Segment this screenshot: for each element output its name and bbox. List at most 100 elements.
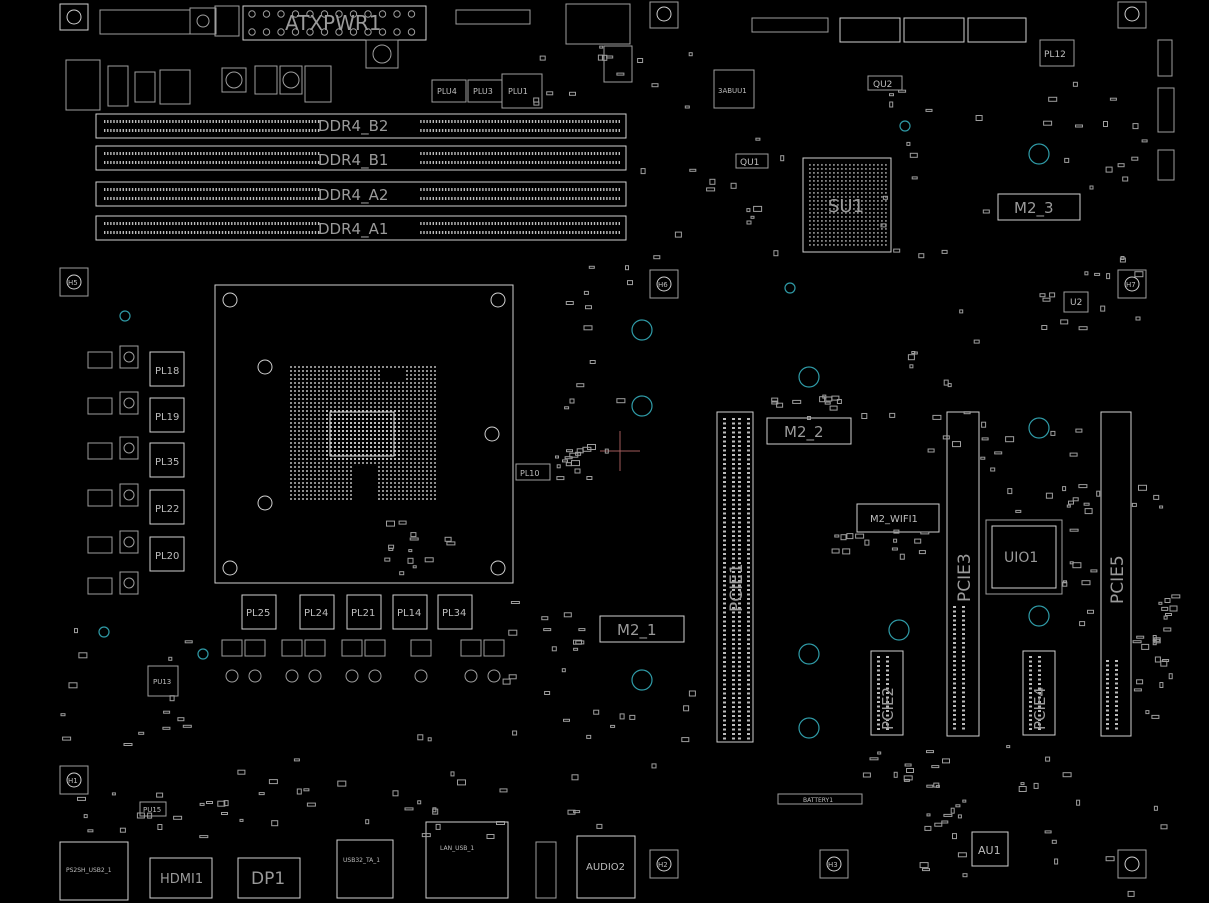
- cpu-pin: [434, 426, 436, 428]
- ddr-pin: [476, 188, 478, 191]
- ddr-pin: [246, 161, 248, 164]
- pcie-pin: [747, 679, 750, 681]
- su1-ball: [849, 180, 851, 182]
- su1-ball: [833, 216, 835, 218]
- pcie-pin: [723, 467, 726, 470]
- pcie-pin: [723, 445, 726, 447]
- cpu-pin: [290, 470, 292, 472]
- ddr-pin: [510, 152, 512, 155]
- qu2-label: QU2: [873, 80, 892, 90]
- su1-ball: [877, 192, 879, 194]
- smd-part: [963, 411, 971, 415]
- su1-ball: [825, 172, 827, 174]
- su1-ball: [881, 236, 883, 238]
- su1-ball: [885, 232, 887, 234]
- ddr-pin: [497, 129, 500, 132]
- ddr-pin: [466, 222, 469, 225]
- cpu-pin: [430, 478, 432, 480]
- ddr-pin: [600, 222, 602, 225]
- pcie-pin: [738, 589, 741, 591]
- smd-part: [1078, 326, 1088, 331]
- cpu-pin: [342, 486, 344, 488]
- smd-part: [1062, 772, 1072, 778]
- mosfet: [244, 639, 266, 657]
- smd-part: [924, 825, 932, 831]
- pcie-pin: [747, 620, 750, 623]
- su1-ball: [869, 196, 871, 198]
- cpu-pin: [394, 410, 396, 412]
- pcie-pin: [747, 571, 750, 573]
- cpu-pin: [370, 378, 372, 380]
- ddr-pin: [488, 197, 490, 200]
- su1-ball: [821, 212, 823, 214]
- u2-label: U2: [1070, 298, 1082, 308]
- cpu-pin: [310, 418, 312, 420]
- cpu-pin: [406, 450, 408, 452]
- cpu-pin: [326, 434, 328, 436]
- ddr-pin: [268, 231, 270, 234]
- cpu-pin: [302, 390, 304, 392]
- cpu-pin: [402, 434, 404, 436]
- smd-part: [746, 220, 752, 225]
- cpu-pin: [430, 438, 432, 440]
- smd-part: [1020, 782, 1025, 786]
- cpu-pin: [426, 398, 428, 400]
- cpu-pin: [338, 434, 340, 436]
- su1-ball: [825, 184, 827, 186]
- pcie-pin: [747, 539, 750, 542]
- cpu-pin: [374, 406, 376, 408]
- pcie-pin: [1115, 669, 1118, 671]
- cpu-pin: [406, 402, 408, 404]
- ddr-pin: [460, 129, 462, 132]
- ddr-pin: [584, 188, 586, 191]
- ddr-pin: [246, 120, 248, 123]
- pcie-pin: [732, 445, 735, 447]
- ddr-pin: [181, 129, 183, 132]
- smd-part: [792, 399, 802, 404]
- pcie-pin: [747, 485, 750, 488]
- su1-ball: [809, 184, 811, 186]
- ddr-pin: [476, 152, 478, 155]
- ddr-pin: [156, 120, 159, 123]
- ddr-pin: [494, 120, 496, 123]
- su1-ball: [837, 164, 839, 166]
- su1-ball: [869, 188, 871, 190]
- cpu-pin: [358, 398, 360, 400]
- ddr-pin: [581, 188, 583, 191]
- ddr-pin: [435, 129, 438, 132]
- cpu-pin: [430, 366, 432, 368]
- ddr-pin: [314, 231, 317, 234]
- pcie-pin: [738, 701, 741, 704]
- su1-ball: [813, 220, 815, 222]
- ddr-pin: [516, 120, 518, 123]
- smd-part: [555, 455, 559, 459]
- su1-ball: [849, 240, 851, 242]
- su1-ball: [837, 204, 839, 206]
- cpu-pin: [414, 386, 416, 388]
- ddr-pin: [553, 188, 555, 191]
- ddr-pin: [544, 188, 546, 191]
- cpu-pin: [422, 438, 424, 440]
- ddr-pin: [311, 231, 314, 234]
- mosfet: [483, 639, 505, 657]
- ddr-pin: [441, 161, 444, 164]
- ddr-pin: [445, 188, 447, 191]
- pcie-pin: [732, 688, 735, 690]
- pcie-pin: [1106, 664, 1109, 667]
- cpu-pin: [310, 394, 312, 396]
- su1-ball: [853, 212, 855, 214]
- cpu-pin: [366, 382, 368, 384]
- pcie-pin: [953, 646, 956, 649]
- su1-ball: [821, 196, 823, 198]
- pcie-pin: [747, 661, 750, 663]
- cpu-pin: [290, 414, 292, 416]
- ddr-pin: [569, 120, 571, 123]
- cpu-pin: [410, 490, 412, 492]
- cpu-pin: [410, 474, 412, 476]
- ddr-pin: [441, 120, 444, 123]
- pcie-pin: [1115, 723, 1118, 725]
- pcie-pin: [877, 701, 880, 703]
- su1-ball: [845, 228, 847, 230]
- ddr-pin: [246, 231, 248, 234]
- ddr-pin: [280, 161, 283, 164]
